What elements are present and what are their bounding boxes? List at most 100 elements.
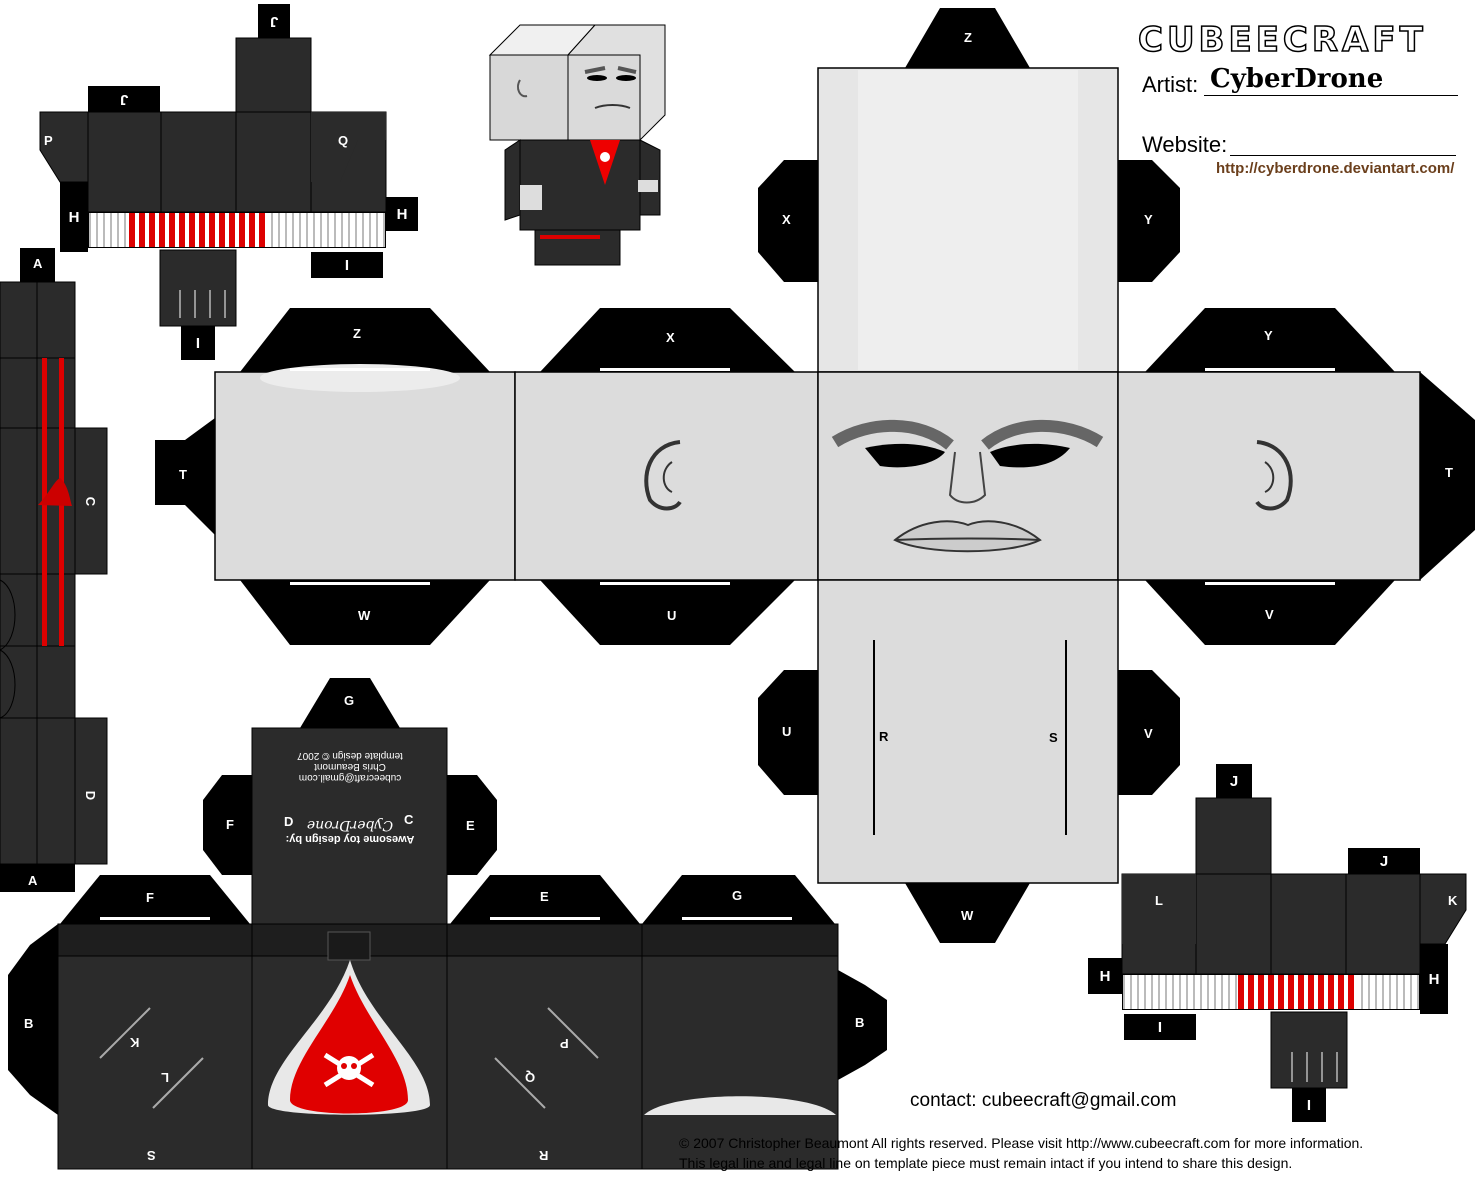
head-left-face: [514, 371, 819, 581]
tab-label-y-right: Y: [1144, 212, 1153, 227]
brow-right: [981, 419, 1104, 450]
preview-figure: [488, 24, 666, 266]
tab-z-row: [240, 308, 490, 372]
tab-label-f-top: F: [146, 890, 154, 905]
head-bottom-face: [817, 579, 1119, 884]
ear-right: [1255, 440, 1293, 511]
tab-h-right-arm-l: H: [1088, 958, 1122, 994]
brand-logo: CUBEECRAFT: [1137, 19, 1427, 61]
tab-label-z-top: Z: [964, 30, 972, 45]
tab-v-row: [1145, 580, 1395, 645]
contact-text: contact: cubeecraft@gmail.com: [910, 1090, 1177, 1111]
head-back-face: [214, 371, 516, 581]
mark-r: R: [879, 729, 889, 744]
mark-l: L: [161, 1070, 169, 1085]
tab-label-t-right: T: [1445, 465, 1453, 480]
tab-label-w-row: W: [358, 608, 371, 623]
nose: [948, 451, 987, 504]
tab-g-right: [642, 875, 835, 924]
tab-t-left: [155, 418, 215, 535]
right-arm-belt: [1122, 974, 1420, 1010]
tab-label-x-left: X: [782, 212, 791, 227]
tab-label-f-side: F: [226, 817, 234, 832]
tab-label-z-row: Z: [353, 326, 361, 341]
tab-label-t-left: T: [179, 467, 187, 482]
eye-right: [990, 443, 1070, 468]
tab-label-b-left: B: [24, 1016, 34, 1031]
tab-label-e-side: E: [466, 818, 475, 833]
ear-left: [644, 440, 682, 511]
tab-b-left: [8, 924, 58, 1115]
legal-line-2: This legal line and legal line on templa…: [679, 1155, 1293, 1171]
tab-label-v-row: V: [1265, 607, 1274, 622]
tab-label-w-lower: W: [961, 908, 974, 923]
artist-name: CyberDrone: [1210, 64, 1384, 94]
label-c-leg: C: [83, 496, 99, 507]
tab-j-top-right-arm: J: [1216, 764, 1252, 798]
tab-x-row: [540, 308, 795, 372]
red-tie: [290, 975, 408, 1114]
tab-label-a-bottom: A: [28, 873, 38, 888]
tab-label-e-top: E: [540, 889, 549, 904]
tab-g-top: [300, 678, 400, 728]
label-l: L: [1155, 893, 1163, 908]
artist-underline: [1204, 95, 1458, 96]
mark-s-body: S: [147, 1148, 156, 1163]
label-k: K: [1448, 893, 1458, 908]
mark-r-body: R: [539, 1148, 549, 1163]
tab-label-g-top: G: [344, 693, 355, 708]
tab-i-left-arm-bottom: I: [181, 326, 215, 360]
tab-e-top: [450, 875, 640, 924]
mark-d-body: D: [284, 814, 294, 829]
left-arm-belt: [88, 212, 386, 248]
tab-f-top: [60, 875, 250, 924]
tab-t-right: [1420, 372, 1475, 580]
mark-k: K: [130, 1035, 140, 1050]
body-strip: [57, 923, 839, 1170]
tab-j-side-right-arm: J: [1348, 848, 1420, 874]
website-label: Website:: [1142, 132, 1228, 157]
tab-label-y-row: Y: [1264, 328, 1273, 343]
template-credit: Awesome toy design by: CyberDrone cubeec…: [285, 750, 415, 845]
tab-label-a-top: A: [33, 256, 43, 271]
tab-e-side: [447, 775, 497, 875]
tab-v-lower: [1118, 670, 1180, 795]
tab-y-right: [1118, 160, 1180, 282]
artist-label: Artist:: [1142, 72, 1199, 97]
tab-j-side-left-arm: J: [88, 86, 160, 112]
tab-h-left-arm-l: H: [60, 182, 88, 252]
mark-s: S: [1049, 730, 1058, 745]
brow-left: [831, 419, 954, 450]
label-q: Q: [338, 133, 349, 148]
website-url[interactable]: http://cyberdrone.deviantart.com/: [1216, 160, 1455, 177]
tab-i-left-arm-belt: I: [311, 252, 383, 278]
tab-label-x-row: X: [666, 330, 675, 345]
tab-y-row: [1145, 308, 1395, 372]
tab-j-top-left-arm: J: [258, 4, 290, 38]
tab-f-side: [203, 775, 252, 875]
tab-i-right-arm-belt: I: [1124, 1014, 1196, 1040]
mark-p: P: [560, 1036, 569, 1051]
mark-c-body: C: [404, 812, 414, 827]
tab-h-left-arm-r: H: [386, 197, 418, 231]
tab-h-right-arm-r: H: [1420, 944, 1448, 1014]
tab-b-right: [838, 970, 887, 1080]
mouth: [893, 520, 1042, 553]
tab-label-u-lower: U: [782, 724, 792, 739]
tab-i-right-arm-bottom: I: [1292, 1088, 1326, 1122]
legal-line-1: © 2007 Christopher Beaumont All rights r…: [679, 1135, 1364, 1151]
tab-label-v-lower: V: [1144, 726, 1153, 741]
tab-label-u-row: U: [667, 608, 677, 623]
tab-x-left: [758, 160, 818, 282]
tab-u-lower: [758, 670, 818, 795]
head-right-face: [1117, 371, 1421, 581]
tab-w-row: [240, 580, 490, 645]
eye-left: [865, 443, 945, 468]
tab-w-lower: [905, 883, 1030, 943]
label-p: P: [44, 133, 53, 148]
tab-label-b-right: B: [855, 1015, 865, 1030]
tab-z-top: [905, 8, 1030, 68]
tab-u-row: [540, 580, 795, 645]
label-d-leg: D: [83, 790, 99, 801]
